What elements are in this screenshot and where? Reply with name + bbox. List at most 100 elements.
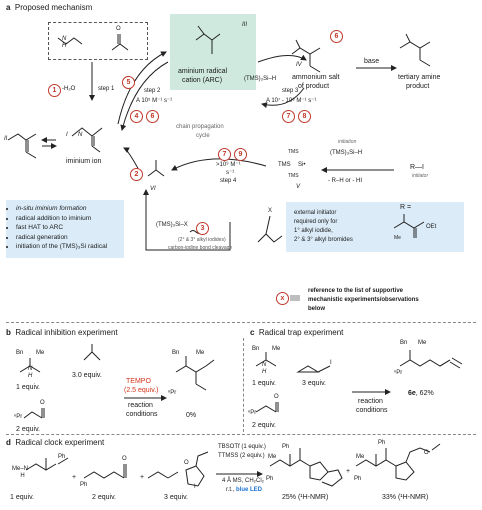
d-o-1: O <box>122 456 127 462</box>
d-cond-1: TBSOTf (1 equiv.) <box>218 444 266 450</box>
ref-1: 1 <box>48 84 61 97</box>
d-prod2-o: O <box>424 450 429 456</box>
r-i: R—I <box>410 164 424 171</box>
initiator-label: initiator <box>412 173 429 179</box>
d-prod2-me: Me <box>356 454 365 460</box>
tempo-label: TEMPO <box>126 378 151 385</box>
ref-7a: 6 <box>146 110 159 123</box>
tms-top: TMS <box>288 149 299 155</box>
d-me-nh: Me–N H <box>12 466 29 479</box>
b-prod-bn: Bn <box>172 350 180 356</box>
init-box-2: required only for <box>294 219 338 225</box>
ref-6: 6 <box>330 30 343 43</box>
legend-3: below <box>308 306 326 312</box>
bullet-2: radical addition to iminium <box>16 214 124 224</box>
tms-bottom: TMS <box>288 173 299 179</box>
byproducts: - R–H or - HI <box>328 178 363 184</box>
step2-rate: A 10⁵ M⁻¹ s⁻¹ <box>136 98 173 104</box>
d-i: I <box>194 484 196 490</box>
b-prod-me: Me <box>196 350 205 356</box>
oet-label: OEt <box>426 224 437 230</box>
tempo-amount: (2.5 equiv.) <box>124 387 159 394</box>
c-prod-bn: Bn <box>400 340 408 346</box>
ref-7b: 7 <box>282 110 295 123</box>
d-equiv1: 1 equiv. <box>10 494 34 501</box>
b-yield: 0% <box>186 412 197 419</box>
d-yield-1: 25% (¹H-NMR) <box>282 494 329 501</box>
d-prod1-me: Me <box>268 454 277 460</box>
b-prod-npr: ⁿPr <box>168 390 177 396</box>
c-product: 6e, 62% <box>408 390 434 397</box>
arc-label-1: aminium radical <box>178 68 228 75</box>
d-yield-2: 33% (¹H-NMR) <box>382 494 429 501</box>
b-equiv3: 3.0 equiv. <box>72 372 102 379</box>
legend-1: reference to the list of supportive <box>308 288 404 294</box>
roman-IV: IV <box>296 62 302 68</box>
silyl-halide: (TMS)₃Si–X <box>156 222 188 228</box>
d-o-2: O <box>184 460 189 466</box>
ref-3: 3 <box>196 222 209 235</box>
d-cond-4: r.t., blue LED <box>226 487 263 493</box>
c-i: I <box>330 360 332 366</box>
arc-box <box>170 14 256 90</box>
d-plus-1: + <box>72 474 77 481</box>
c-me: Me <box>272 346 281 352</box>
panel-a-title: a Proposed mechanism <box>6 3 93 12</box>
legend-circle: x <box>276 292 289 305</box>
d-ph-2: Ph <box>80 482 88 488</box>
c-cond-2: conditions <box>356 407 388 414</box>
ref-5: 5 <box>122 76 135 89</box>
d-cond-2: TTMSS (2 equiv.) <box>218 453 265 459</box>
bullet-5: initiation of the (TMS)₃Si radical <box>16 242 124 252</box>
d-equiv2: 2 equiv. <box>92 494 116 501</box>
init-box-1: external initiator <box>294 210 337 216</box>
reactant-box <box>48 22 148 60</box>
iodide-note-1: (2° & 3° alkyl iodides) <box>178 237 226 243</box>
bullet-1: in-situ iminium formation <box>16 204 124 214</box>
panel-d-title: d Radical clock experiment <box>6 438 105 447</box>
roman-I: I <box>66 132 68 138</box>
ammonium-2: of product <box>298 83 330 90</box>
r-equals: R = <box>400 204 412 211</box>
d-plus-2: + <box>140 474 145 481</box>
tertiary-1: tertiary amine <box>398 74 441 81</box>
d-cond-3: 4 Å MS, CH₂Cl₂ <box>222 478 264 484</box>
c-equiv2: 2 equiv. <box>252 422 276 429</box>
summary-box: in-situ iminium formation radical additi… <box>6 200 124 258</box>
panel-b-title: b Radical inhibition experiment <box>6 328 118 337</box>
chain-label-2: cycle <box>196 133 210 139</box>
step4-rate-2: s⁻¹ <box>226 170 235 176</box>
d-prod1-ph: Ph <box>282 444 290 450</box>
roman-VI: VI <box>150 186 156 192</box>
c-o: O <box>274 394 279 400</box>
step4-label: step 4 <box>220 178 237 184</box>
separator-bc <box>243 338 244 432</box>
step3-rate: A 10⁷ - 10⁸ M⁻¹ s⁻¹ <box>266 98 317 104</box>
c-npr: ⁿPr <box>248 410 257 416</box>
b-cond-1: reaction <box>128 402 153 409</box>
silane-init: (TMS)₃Si–H <box>330 150 363 156</box>
d-ph-1: Ph <box>58 454 66 460</box>
ref-4: 4 <box>130 110 143 123</box>
c-bn: Bn <box>252 346 260 352</box>
roman-V: V <box>296 184 301 190</box>
bullet-4: radical generation <box>16 233 124 243</box>
ref-9: 9 <box>234 148 247 161</box>
d-prod1-ph2: Ph <box>266 476 274 482</box>
init-box-3: 1° alkyl iodide, <box>294 228 333 234</box>
c-equiv3: 3 equiv. <box>302 380 326 387</box>
roman-II: II <box>4 136 8 142</box>
iminium-n: N <box>78 132 83 138</box>
d-prod2-ph2: Ph <box>354 476 362 482</box>
initiator-box <box>286 202 464 252</box>
d-prod2-ph: Ph <box>378 440 386 446</box>
b-equiv1: 1 equiv. <box>16 384 40 391</box>
si-radical: Si• <box>298 162 306 168</box>
initiation-label: initiation <box>338 139 357 145</box>
ref-8: 8 <box>298 110 311 123</box>
iminium-label: iminium ion <box>66 158 102 165</box>
bullet-3: fast HAT to ARC <box>16 223 124 233</box>
c-cond-1: reaction <box>358 398 383 405</box>
